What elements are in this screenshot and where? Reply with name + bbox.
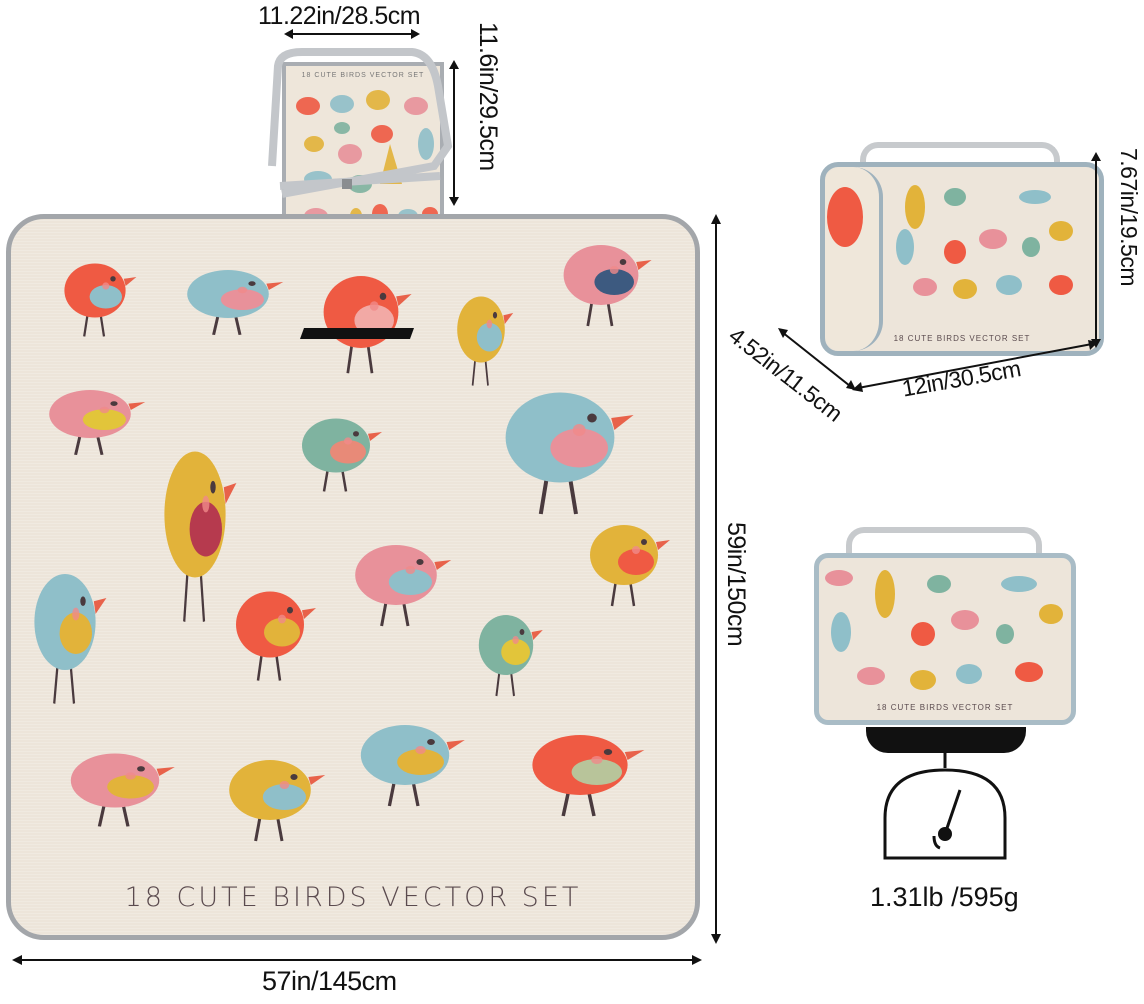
roll-height-label: 7.67in/19.5cm (1116, 148, 1142, 286)
mat-width-arrow (12, 955, 702, 965)
weight-label: 1.31lb /595g (870, 882, 1019, 912)
bird-illustration (355, 545, 452, 627)
bird-illustration (590, 525, 670, 607)
bird-illustration (478, 615, 543, 697)
bird-illustration (164, 451, 237, 622)
bag-strap (268, 48, 453, 198)
fold-handle (846, 527, 1042, 561)
folded-mat-on-scale-image: 18 CUTE BIRDS VECTOR SET (814, 553, 1076, 725)
roll-bird-pattern (827, 185, 1073, 299)
bird-illustration (34, 574, 107, 704)
bird-illustration (532, 735, 645, 817)
bird-illustration (505, 392, 634, 515)
fold-print-caption: 18 CUTE BIRDS VECTOR SET (876, 703, 1014, 712)
roll-width-arrow (852, 340, 1098, 392)
roll-print-caption: 18 CUTE BIRDS VECTOR SET (893, 334, 1031, 343)
roll-height-arrow (1091, 152, 1101, 348)
mat-print-caption: 18 CUTE BIRDS VECTOR SET (124, 882, 582, 913)
bag-height-arrow (449, 60, 459, 206)
scale-icon (883, 752, 1007, 860)
bird-illustration (563, 245, 652, 327)
bag-width-label: 11.22in/28.5cm (258, 2, 421, 30)
bird-illustration (64, 263, 137, 337)
bag-width-arrow (284, 29, 420, 39)
bird-illustration (457, 296, 514, 386)
mat-crop-mark (299, 328, 415, 339)
mat-length-label: 59in/150cm (722, 522, 750, 647)
bird-illustration (49, 390, 146, 455)
fold-bird-pattern (825, 570, 1063, 690)
scale-platform (866, 727, 1026, 753)
bird-illustration (236, 591, 316, 681)
rolled-mat-image: 18 CUTE BIRDS VECTOR SET (820, 162, 1104, 356)
bird-illustration (229, 760, 326, 842)
roll-depth-arrow (778, 328, 856, 390)
bag-height-label: 11.6in/29.5cm (474, 22, 502, 171)
bird-illustration (187, 270, 284, 335)
bird-illustration (360, 725, 465, 807)
folded-bag-image: 18 CUTE BIRDS VECTOR SET (282, 62, 444, 224)
bird-illustration (70, 753, 175, 827)
mat-width-label: 57in/145cm (262, 966, 397, 996)
bird-illustration (302, 418, 382, 492)
bag-mini-caption: 18 CUTE BIRDS VECTOR SET (301, 72, 425, 79)
roll-handle (860, 142, 1060, 172)
mat-length-arrow (711, 214, 721, 944)
bird-illustration (323, 276, 412, 374)
